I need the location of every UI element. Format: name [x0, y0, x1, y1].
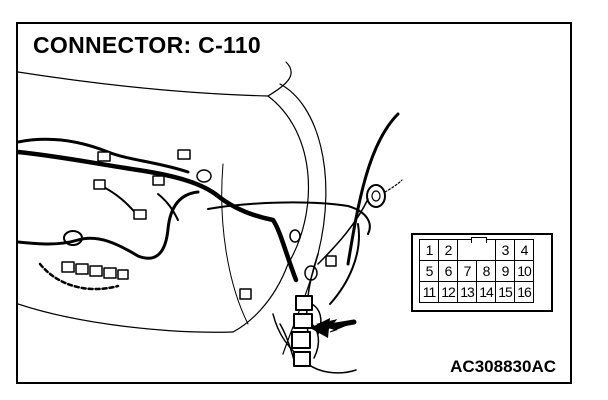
pin-cell: 12 — [439, 282, 458, 303]
pin-cell: 6 — [439, 261, 458, 282]
connector-block-2 — [75, 263, 89, 275]
pin-cell: 7 — [458, 261, 477, 282]
connector-pin-diagram: 1 2 3 4 5 6 7 8 9 10 11 12 13 14 15 16 — [411, 233, 553, 312]
pin-cell-blank — [477, 240, 496, 261]
connector-small-d — [177, 149, 191, 160]
diagram-frame: CONNECTOR: C-110 1 2 3 4 5 6 7 8 9 10 11… — [16, 22, 572, 384]
grommet-right-tail — [384, 179, 403, 193]
harness-long-wire — [346, 112, 400, 266]
grommet-top — [196, 169, 212, 183]
body-outline-upper — [18, 61, 292, 97]
harness-branch-3 — [207, 201, 371, 235]
connector-block-1 — [61, 261, 75, 273]
pin-cell: 15 — [496, 282, 515, 303]
harness-illustration — [18, 61, 403, 374]
harness-branch-4 — [329, 223, 360, 305]
pin-cell: 14 — [477, 282, 496, 303]
body-outline-inner — [221, 163, 249, 325]
connector-small-b — [93, 179, 106, 190]
harness-branch-2 — [157, 193, 179, 221]
connector-small-a — [97, 151, 111, 162]
grommet-right-inner — [371, 190, 381, 202]
pin-cell: 8 — [477, 261, 496, 282]
grommet-mid — [304, 265, 318, 281]
connector-title: CONNECTOR: C-110 — [33, 32, 262, 58]
harness-wire-to-grommet — [317, 198, 369, 265]
connector-small-c — [152, 175, 165, 186]
pin-cell: 2 — [439, 240, 458, 261]
body-outline-lower — [18, 303, 234, 333]
figure-code: AC308830AC — [450, 357, 556, 376]
pin-cell: 9 — [496, 261, 515, 282]
pin-cell: 11 — [420, 282, 439, 303]
connector-small-g — [325, 255, 337, 267]
harness-lower-branch — [18, 190, 200, 260]
connector-c110-body-4 — [293, 351, 311, 367]
body-outline-panel — [232, 95, 309, 333]
pin-cell-blank — [458, 240, 477, 261]
connector-c110-body-3 — [291, 331, 311, 349]
grommet-left — [63, 230, 83, 246]
pin-cell: 16 — [515, 282, 534, 303]
connector-small-e — [133, 209, 147, 220]
connector-block-4 — [103, 267, 117, 279]
grommet-right — [366, 184, 386, 208]
connector-latch-icon — [471, 237, 487, 243]
connector-small-f — [239, 288, 252, 300]
connector-c110-body-2 — [293, 313, 313, 329]
pin-cell: 5 — [420, 261, 439, 282]
pin-cell: 1 — [420, 240, 439, 261]
harness-lower-sheath — [38, 262, 120, 291]
grommet-small — [289, 229, 301, 243]
pin-cell: 13 — [458, 282, 477, 303]
harness-main-bundle — [18, 149, 299, 283]
pin-grid: 1 2 3 4 5 6 7 8 9 10 11 12 13 14 15 16 — [419, 239, 534, 303]
connector-c110-body-1 — [295, 295, 313, 311]
pin-cell: 10 — [515, 261, 534, 282]
pin-cell: 3 — [496, 240, 515, 261]
pin-cell: 4 — [515, 240, 534, 261]
pointer-arrow-head — [310, 318, 330, 338]
connector-block-3 — [89, 265, 103, 277]
connector-block-5 — [117, 269, 129, 280]
